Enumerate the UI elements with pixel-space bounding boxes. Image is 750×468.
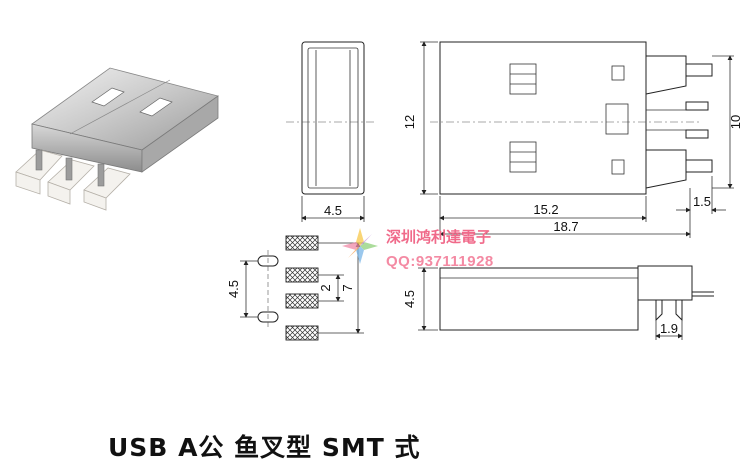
dim-total-length: 18.7 xyxy=(553,219,578,234)
watermark-qq: QQ:937111928 xyxy=(386,253,494,270)
front-view xyxy=(286,41,376,222)
dim-side-height: 4.5 xyxy=(402,290,417,308)
page-title: USB A公 鱼叉型 SMT 式 xyxy=(108,433,421,462)
dim-front-height: 12 xyxy=(402,115,417,129)
dim-pad-span: 7 xyxy=(340,284,355,291)
top-view xyxy=(420,41,734,238)
dim-pad-pitch-inner: 2 xyxy=(318,284,333,291)
dim-pad-pitch-outer: 4.5 xyxy=(226,280,241,298)
watermark-company: 深圳鸿利達電子 xyxy=(386,228,491,246)
side-view xyxy=(418,265,714,340)
connector-photo xyxy=(15,67,219,211)
pcb-footprint xyxy=(240,235,364,341)
dim-front-width: 4.5 xyxy=(324,203,342,218)
dim-pin-tail: 1.5 xyxy=(693,194,711,209)
dim-pin-span: 10 xyxy=(728,115,743,129)
watermark-logo xyxy=(342,228,378,264)
dim-side-pin: 1.9 xyxy=(660,321,678,336)
dim-body-length: 15.2 xyxy=(533,202,558,217)
